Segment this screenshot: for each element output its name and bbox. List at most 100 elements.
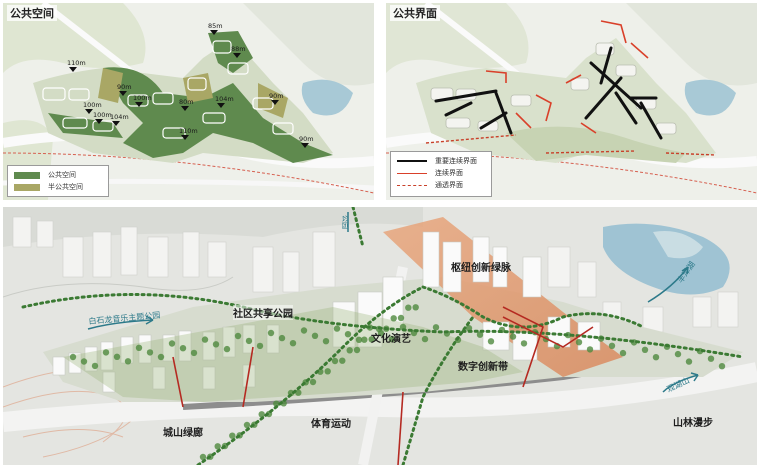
aerial-masterplan-panel: 枢纽创新绿脉 社区共享公园 文化演艺 数字创新带 体育运动 城山绿廊 山林漫步 … — [3, 207, 757, 465]
height-marker-icon — [233, 53, 241, 58]
tree-icon — [674, 350, 682, 358]
legend-line — [397, 160, 427, 162]
height-marker-icon — [181, 106, 189, 111]
tree-icon — [273, 400, 280, 407]
label-culture-performance: 文化演艺 — [371, 334, 411, 345]
tree-icon — [509, 333, 517, 340]
label-community-park: 社区共享公园 — [233, 305, 293, 320]
height-label: 100m — [133, 94, 152, 102]
legend-item-important-frontage: 重要连续界面 — [391, 155, 491, 167]
height-label: 80m — [179, 98, 194, 106]
label-sports: 体育运动 — [311, 419, 351, 430]
height-marker-icon — [217, 103, 225, 108]
tree-icon — [608, 342, 616, 349]
height-marker-icon — [210, 30, 218, 35]
tree-icon — [487, 338, 495, 345]
tree-icon — [317, 368, 324, 375]
lake — [603, 223, 730, 295]
label-digital-innovation: 数字创新带 — [458, 362, 508, 373]
tree-icon — [641, 346, 649, 353]
tree-icon — [124, 358, 132, 365]
tree-icon — [575, 339, 583, 346]
tree-icon — [412, 304, 419, 311]
height-marker-icon — [271, 100, 279, 105]
tree-icon — [234, 332, 242, 340]
public-space-zone — [48, 113, 123, 138]
flow-arrow — [647, 266, 689, 303]
boundary-line — [386, 152, 757, 194]
tree-icon — [368, 336, 375, 343]
legend-label: 半公共空间 — [48, 183, 83, 191]
site-area — [416, 38, 716, 163]
public-frontage-map-panel: 公共界面 重要连续界面 连续界面 通透界面 — [386, 3, 757, 200]
lake — [684, 79, 736, 116]
tree-icon — [685, 358, 693, 365]
height-marker-icon — [135, 102, 143, 107]
flow-arrow — [662, 374, 699, 393]
tree-icon — [405, 304, 412, 311]
tree-icon — [179, 345, 187, 352]
tree-icon — [652, 354, 660, 361]
legend: 重要连续界面 连续界面 通透界面 — [390, 151, 492, 197]
panel-title: 公共界面 — [390, 5, 440, 21]
contour — [22, 429, 124, 438]
tree-icon — [212, 341, 220, 348]
terrain — [243, 3, 374, 86]
tree-icon — [388, 335, 396, 343]
boundary-line — [3, 152, 374, 194]
legend-item-semi-public: 半公共空间 — [8, 181, 108, 193]
label-flow-top: 公园 — [341, 215, 349, 229]
height-marker-icon — [85, 109, 93, 114]
tree-icon — [245, 337, 253, 345]
label-city-mountain-corridor: 城山绿廊 — [163, 428, 203, 439]
tree-icon — [476, 331, 484, 338]
tree-icon — [309, 378, 317, 386]
greenway — [506, 126, 686, 163]
transparent-frontage-line — [545, 150, 637, 154]
tree-icon — [289, 340, 297, 347]
tree-icon — [344, 331, 352, 338]
legend-item-public: 公共空间 — [8, 169, 108, 181]
tree-icon — [80, 358, 88, 365]
tree-icon — [331, 357, 339, 365]
transparent-frontage-line — [665, 152, 717, 156]
tree-icon — [190, 349, 198, 357]
height-label: 100m — [83, 101, 102, 109]
height-marker-icon — [119, 91, 127, 96]
public-space-zone — [103, 67, 333, 163]
contour — [3, 276, 234, 298]
height-label: 85m — [208, 22, 223, 30]
building-outlines — [42, 40, 294, 139]
height-label: 90m — [299, 135, 314, 143]
tree-icon — [258, 411, 265, 418]
tree-icon — [322, 338, 330, 345]
flow-arrow — [87, 319, 154, 330]
building-outlines — [430, 42, 677, 135]
legend-item-continuous-frontage: 连续界面 — [391, 167, 491, 179]
tree-icon — [146, 349, 154, 356]
connection-lines — [172, 306, 594, 465]
tree-icon — [157, 353, 165, 361]
aerial-masterplan — [3, 207, 757, 465]
legend-swatch — [14, 183, 40, 191]
height-marker-icon — [112, 121, 120, 126]
height-label: 90m — [117, 83, 132, 91]
height-label: 100m — [93, 111, 112, 119]
tree-icon — [168, 340, 176, 347]
tree-icon — [102, 349, 110, 356]
tree-icon — [465, 325, 473, 332]
height-marker-icon — [301, 143, 309, 148]
legend-item-transparent-frontage: 通透界面 — [391, 179, 491, 191]
legend-label: 连续界面 — [435, 169, 463, 177]
transparent-frontage-line — [425, 134, 517, 144]
tree-icon — [421, 335, 429, 343]
legend-line — [397, 184, 427, 186]
legend-line — [397, 172, 427, 174]
tree-icon — [91, 362, 99, 370]
continuous-frontages — [485, 20, 649, 134]
tree-icon — [278, 334, 286, 342]
height-label: 104m — [110, 113, 129, 121]
